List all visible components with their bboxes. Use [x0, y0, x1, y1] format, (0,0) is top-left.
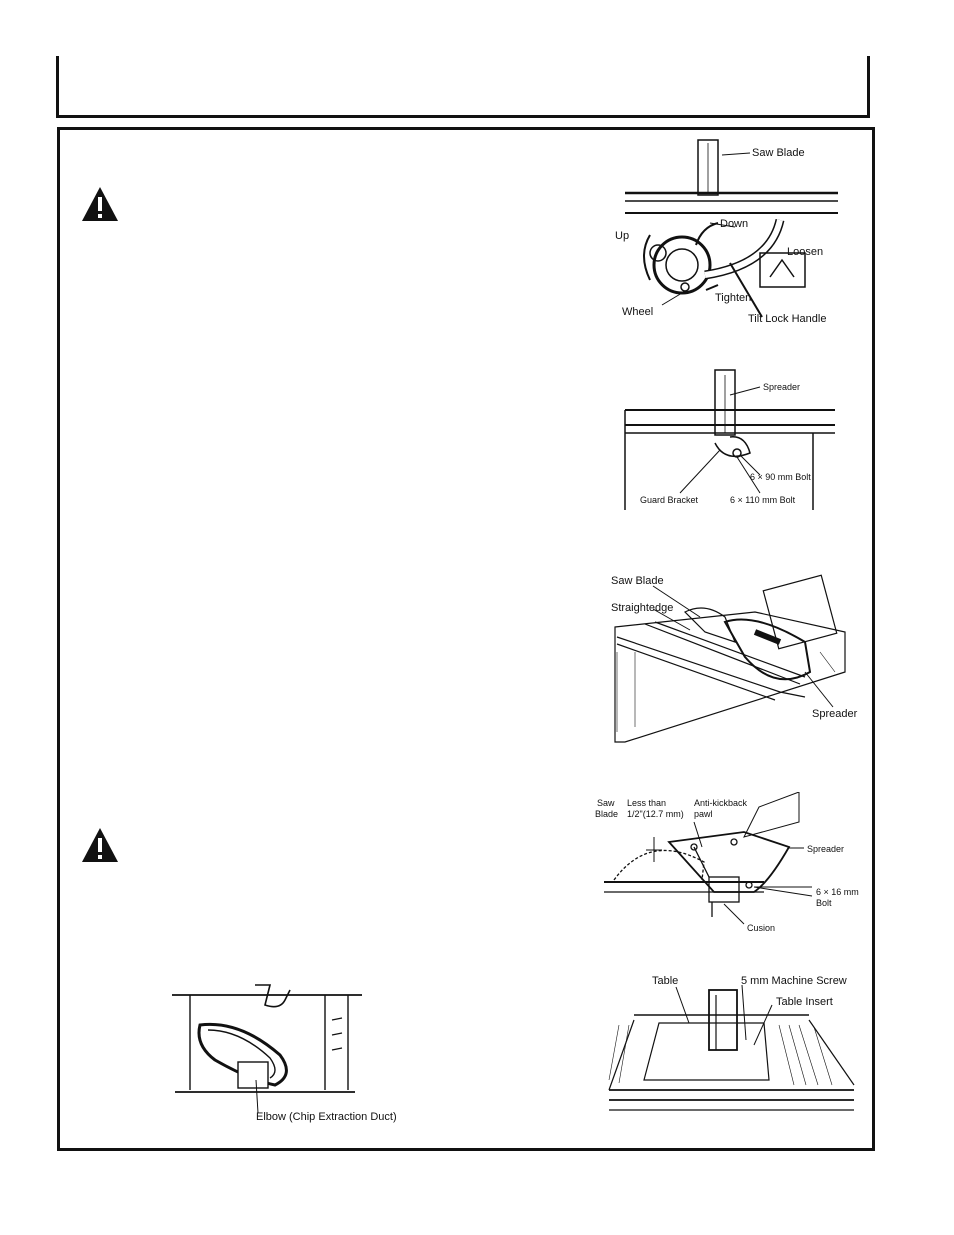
straightedge-label: Straightedge [611, 602, 674, 614]
saw-label: Saw [597, 798, 615, 808]
wheel-label: Wheel [622, 306, 654, 318]
blade-tilt-drawing [625, 139, 838, 318]
elbow-label: Elbow (Chip Extraction Duct) [256, 1111, 397, 1123]
bolt-label: Bolt [816, 898, 832, 908]
bolt-90-label: 6 × 90 mm Bolt [750, 472, 811, 482]
warning-icon [82, 187, 118, 221]
table-insert-label: Table Insert [776, 996, 833, 1008]
spreader-mount-drawing [624, 369, 835, 510]
figure-chip-extraction: Elbow (Chip Extraction Duct) [170, 980, 410, 1130]
warning-icon [82, 828, 118, 862]
machine-screw-label: 5 mm Machine Screw [741, 975, 847, 987]
half-inch-label: 1/2"(12.7 mm) [627, 809, 684, 819]
up-label: Up [615, 230, 630, 242]
spreader-label: Spreader [807, 844, 845, 854]
title-box [56, 56, 870, 118]
spreader-label: Spreader [812, 708, 858, 720]
down-label: Down [720, 218, 749, 230]
figure-spreader-mount: Spreader 6 × 90 mm Bolt Guard Bracket 6 … [620, 365, 840, 515]
figure-table-insert: Table 5 mm Machine Screw Table Insert [604, 965, 860, 1120]
anti-kickback-label: Anti-kickback [694, 798, 748, 808]
guard-bracket-label: Guard Bracket [640, 495, 699, 505]
figure-straightedge-alignment: Saw Blade Straightedge Spreader [605, 572, 858, 744]
saw-blade-label: Saw Blade [611, 575, 664, 587]
blade-label: Blade [595, 809, 619, 819]
anti-kickback-drawing [604, 792, 813, 925]
cusion-label: Cusion [747, 923, 776, 933]
pawl-label: pawl [694, 809, 713, 819]
less-than-label: Less than [627, 798, 667, 808]
content-box [57, 127, 875, 1151]
bolt-16-label: 6 × 16 mm [816, 887, 859, 897]
figure-blade-tilt: Saw Blade Down Up Loosen Tighten Wheel T… [610, 135, 840, 330]
loosen-label: Loosen [787, 246, 824, 258]
straightedge-drawing [614, 574, 846, 743]
tighten-label: Tighten [715, 292, 752, 304]
bolt-110-label: 6 × 110 mm Bolt [730, 495, 796, 505]
tilt-lock-handle-label: Tilt Lock Handle [748, 313, 827, 325]
table-label: Table [652, 975, 679, 987]
figure-anti-kickback: Saw Blade Less than 1/2"(12.7 mm) Anti-k… [594, 792, 866, 937]
saw-blade-label: Saw Blade [752, 147, 805, 159]
table-insert-drawing [608, 984, 855, 1111]
chip-extraction-drawing [172, 984, 362, 1114]
spreader-label: Spreader [763, 382, 801, 392]
